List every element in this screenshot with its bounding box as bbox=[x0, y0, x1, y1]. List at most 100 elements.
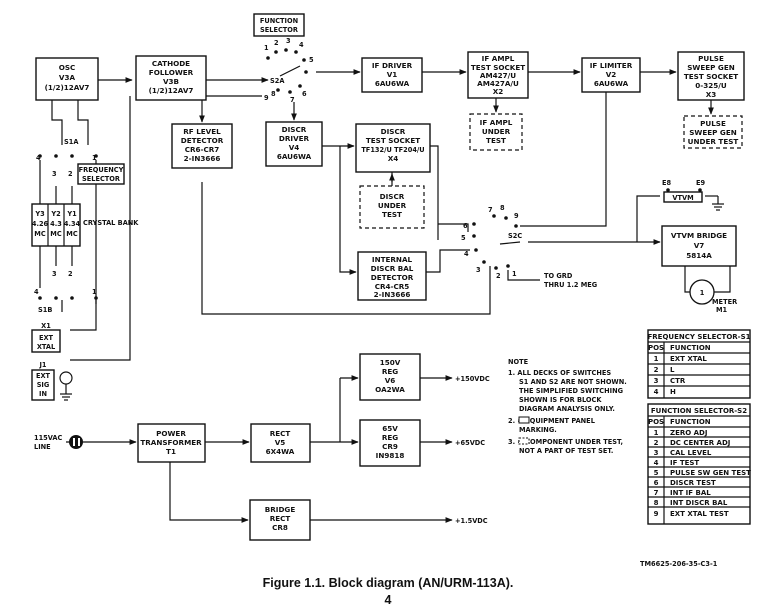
dut-line-3: TEST bbox=[382, 210, 402, 219]
e8-label: E8 bbox=[662, 179, 672, 187]
freq-row-3-pos: 3 bbox=[654, 377, 659, 385]
block-rect-v5: RECT V5 6X4WA bbox=[250, 423, 311, 463]
dd-line-2: DRIVER bbox=[279, 134, 310, 143]
note3-line-1: 3. = COMPONENT UNDER TEST, bbox=[508, 438, 623, 446]
rfl-line-2: DETECTOR bbox=[181, 136, 224, 145]
ifas-line-4: AM427A/U bbox=[477, 79, 519, 88]
switch-s1b: S1B 3 2 4 1 bbox=[34, 270, 98, 314]
s2a-pos-3: 3 bbox=[286, 37, 291, 45]
cf-line-3: V3B bbox=[163, 77, 179, 86]
ifaut-line-1: IF AMPL bbox=[480, 118, 513, 127]
vtvm-line-3: 5814A bbox=[686, 251, 712, 260]
meter-symbol: 1 bbox=[700, 289, 705, 297]
y2-line-3: MC bbox=[50, 230, 62, 238]
rc9-line-1: 65V bbox=[382, 424, 398, 433]
freq-row-4-pos: 4 bbox=[654, 388, 659, 396]
y3-line-3: MC bbox=[34, 230, 46, 238]
func-row-1-pos: 1 bbox=[654, 429, 659, 437]
pss-line-3: TEST SOCKET bbox=[684, 72, 738, 81]
osc-line-2: V3A bbox=[59, 73, 76, 82]
figure-id: TM6625-206-35-C3-1 bbox=[640, 560, 718, 568]
meter-m1: 1 METER M1 bbox=[689, 279, 737, 314]
block-internal-discr-bal-detector: INTERNAL DISCR BAL DETECTOR CR4-CR5 2-IN… bbox=[357, 251, 427, 301]
switch-s2a: 1 2 3 4 5 6 7 9 8 S2A bbox=[264, 37, 314, 104]
notes: NOTE 1. ALL DECKS OF SWITCHES S1 AND S2 … bbox=[508, 358, 627, 455]
y2-line-1: Y2 bbox=[50, 210, 61, 218]
block-if-ampl-test-socket: IF AMPL TEST SOCKET AM427/U AM427A/U X2 bbox=[467, 51, 529, 99]
block-pulse-sweep-test-socket: PULSE SWEEP GEN TEST SOCKET 0-325/U X3 bbox=[677, 51, 745, 101]
func-row-1-function: ZERO ADJ bbox=[670, 429, 707, 437]
j1-line-2: EXT bbox=[36, 372, 51, 380]
s1b-pos-1: 1 bbox=[92, 288, 97, 296]
freq-row-2-pos: 2 bbox=[654, 366, 659, 374]
freqsel-line-1: FREQUENCY bbox=[79, 166, 124, 174]
block-cathode-follower: CATHODE FOLLOWER V3B (1/2)12AV7 bbox=[135, 55, 207, 101]
note1-line-4: SHOWN IS FOR BLOCK bbox=[519, 396, 602, 404]
func-row-9-function: EXT XTAL TEST bbox=[670, 510, 729, 518]
ifl-line-2: V2 bbox=[606, 70, 617, 79]
ifas-line-5: X2 bbox=[493, 87, 504, 96]
block-pulse-sweep-under-test: PULSE SWEEP GEN UNDER TEST bbox=[683, 115, 743, 149]
ifaut-line-2: UNDER bbox=[482, 127, 511, 136]
block-osc: OSC V3A (1/2)12AV7 bbox=[35, 57, 99, 101]
notes-title: NOTE bbox=[508, 358, 529, 366]
x1-line-1: X1 bbox=[41, 322, 51, 330]
func-row-2-function: DC CENTER ADJ bbox=[670, 439, 730, 447]
ifaut-line-3: TEST bbox=[486, 136, 506, 145]
y3-line-2: 4.26 bbox=[32, 220, 49, 228]
rfl-line-1: RF LEVEL bbox=[183, 127, 221, 136]
pss-line-1: PULSE bbox=[698, 54, 724, 63]
func-row-3-function: CAL LEVEL bbox=[670, 449, 712, 457]
block-if-driver: IF DRIVER V1 6AU6WA bbox=[361, 57, 423, 93]
rv6-line-2: REG bbox=[382, 367, 398, 376]
y1-line-2: 4.34 bbox=[64, 220, 81, 228]
rc9-line-3: CR9 bbox=[382, 442, 398, 451]
frequency-selector-label: FREQUENCY SELECTOR bbox=[77, 163, 125, 185]
idb-line-3: DETECTOR bbox=[371, 273, 414, 282]
dut-line-1: DISCR bbox=[380, 192, 405, 201]
to-grd-line-1: TO GRD bbox=[544, 272, 573, 280]
fs-line-1: FUNCTION bbox=[260, 17, 298, 25]
s2a-pos-6: 6 bbox=[302, 90, 307, 98]
func-row-4-pos: 4 bbox=[654, 459, 659, 467]
dc-outputs: +150VDC +65VDC +1.5VDC bbox=[455, 375, 490, 525]
s1b-label: S1B bbox=[38, 306, 52, 314]
x1-line-2: EXT bbox=[39, 334, 54, 342]
block-reg-v6: 150V REG V6 OA2WA bbox=[359, 353, 421, 401]
meter-line-2: M1 bbox=[716, 306, 728, 314]
func-table-header-pos: POS bbox=[648, 418, 664, 426]
block-power-transformer: POWER TRANSFORMER T1 bbox=[137, 423, 206, 463]
s2c-pos-3: 3 bbox=[476, 266, 481, 274]
s1a-pos-1: 1 bbox=[92, 154, 97, 162]
func-row-6-function: DISCR TEST bbox=[670, 479, 716, 487]
note1-line-1: 1. ALL DECKS OF SWITCHES bbox=[508, 369, 611, 377]
note2-line-2: MARKING. bbox=[519, 426, 557, 434]
pss-line-4: 0-325/U bbox=[695, 81, 727, 90]
freq-table-header-function: FUNCTION bbox=[670, 344, 711, 352]
dts-line-1: DISCR bbox=[381, 127, 406, 136]
block-reg-cr9: 65V REG CR9 IN9818 bbox=[359, 419, 421, 467]
br-line-3: CR8 bbox=[272, 523, 288, 532]
s1b-pos-2: 2 bbox=[68, 270, 73, 278]
freq-table-title: FREQUENCY SELECTOR-S1 bbox=[647, 333, 750, 341]
j1-ext-sig-in: J1 EXT SIG IN bbox=[31, 361, 73, 401]
func-row-8-function: INT DISCR BAL bbox=[670, 499, 728, 507]
out-65v: +65VDC bbox=[455, 439, 485, 447]
dd-line-3: V4 bbox=[289, 143, 300, 152]
ifas-line-1: IF AMPL bbox=[482, 54, 515, 63]
pt-line-2: TRANSFORMER bbox=[140, 438, 202, 447]
note3-line-2: NOT A PART OF TEST SET. bbox=[519, 447, 613, 455]
s2a-pos-8: 8 bbox=[271, 90, 276, 98]
vtvm-line-2: V7 bbox=[694, 241, 705, 250]
s2c-pos-9: 9 bbox=[514, 212, 519, 220]
func-row-3-pos: 3 bbox=[654, 449, 659, 457]
func-table-header-function: FUNCTION bbox=[670, 418, 711, 426]
block-discr-test-socket: DISCR TEST SOCKET TF132/U TF204/U X4 bbox=[355, 123, 431, 173]
psut-line-1: PULSE bbox=[700, 119, 726, 128]
pss-line-5: X3 bbox=[706, 90, 717, 99]
s2a-pos-1: 1 bbox=[264, 44, 269, 52]
s1b-pos-4: 4 bbox=[34, 288, 39, 296]
block-discr-driver: DISCR DRIVER V4 6AU6WA bbox=[265, 121, 323, 167]
dts-line-2: TEST SOCKET bbox=[366, 136, 420, 145]
